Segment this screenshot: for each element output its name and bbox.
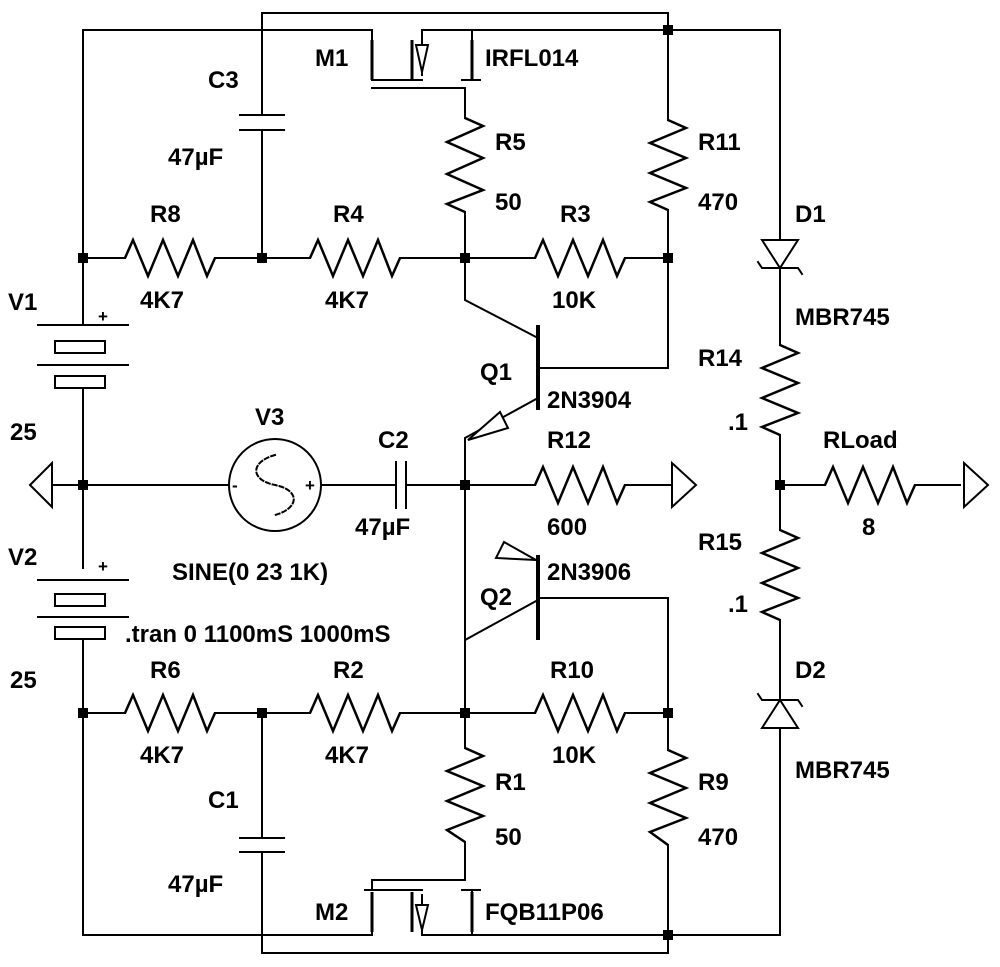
label-r1-value: 50 — [495, 824, 522, 851]
label-d1-value: MBR745 — [795, 304, 890, 331]
label-r11-value: 470 — [698, 189, 738, 216]
flag-r12 — [671, 460, 698, 510]
sine-source-v3 — [228, 438, 322, 532]
label-v2-value: 25 — [10, 667, 37, 694]
label-q1-name: Q1 — [480, 359, 512, 386]
resistor-r6 — [123, 691, 217, 735]
battery-v2 — [37, 579, 129, 640]
label-r5-value: 50 — [495, 189, 522, 216]
label-d1-name: D1 — [795, 201, 826, 228]
label-q2-value: 2N3906 — [547, 559, 631, 586]
label-m1-name: M1 — [315, 45, 348, 72]
label-d2-name: D2 — [795, 657, 826, 684]
label-r4-value: 4K7 — [325, 287, 369, 314]
flag-left — [28, 460, 53, 510]
label-v3-minus: - — [232, 476, 238, 495]
labels: M1 IRFL014 C3 47µF R5 50 R11 470 R8 4K7 … — [8, 45, 898, 926]
capacitor-c2 — [395, 461, 407, 509]
label-v1-plus: + — [98, 307, 108, 326]
label-r3-name: R3 — [560, 201, 591, 228]
label-r15-value: .1 — [728, 591, 748, 618]
label-m2-name: M2 — [315, 899, 348, 926]
diode-d2 — [756, 692, 804, 729]
ground-flags — [28, 460, 990, 510]
resistor-r11 — [646, 118, 690, 212]
label-rload-name: RLoad — [823, 427, 898, 454]
resistor-r15 — [758, 528, 802, 622]
label-d2-value: MBR745 — [795, 757, 890, 784]
label-v3-value: SINE(0 23 1K) — [172, 559, 328, 586]
label-q2-name: Q2 — [480, 584, 512, 611]
label-rload-value: 8 — [862, 514, 875, 541]
label-c2-name: C2 — [378, 427, 409, 454]
transistor-q1 — [467, 325, 540, 441]
label-c1-value: 47µF — [168, 871, 223, 898]
label-r8-name: R8 — [150, 201, 181, 228]
label-r10-name: R10 — [550, 657, 594, 684]
label-v3-plus: + — [305, 476, 315, 495]
mosfet-m1 — [370, 40, 481, 81]
diode-d1 — [756, 239, 804, 276]
label-r5-name: R5 — [495, 129, 526, 156]
spice-directive: .tran 0 1100mS 1000mS — [125, 621, 391, 648]
label-r3-value: 10K — [552, 287, 597, 314]
label-m1-value: IRFL014 — [485, 45, 579, 72]
resistor-r5 — [443, 116, 487, 214]
label-r2-value: 4K7 — [325, 742, 369, 769]
resistor-r3 — [533, 236, 627, 280]
label-r14-value: .1 — [728, 409, 748, 436]
junction-dots — [78, 25, 785, 940]
label-r2-name: R2 — [333, 657, 364, 684]
label-r1-name: R1 — [495, 769, 526, 796]
resistor-r12 — [533, 463, 627, 507]
resistor-r9 — [646, 748, 690, 847]
label-v2-plus: + — [98, 557, 108, 576]
label-r11-name: R11 — [698, 129, 741, 156]
label-r14-name: R14 — [698, 345, 743, 372]
label-r8-value: 4K7 — [140, 287, 184, 314]
resistor-r2 — [308, 691, 402, 735]
label-r10-value: 10K — [552, 742, 597, 769]
resistor-rload — [823, 463, 917, 507]
label-v3-name: V3 — [255, 404, 284, 431]
label-m2-value: FQB11P06 — [485, 899, 604, 926]
transistor-q2 — [494, 540, 540, 640]
label-c1-name: C1 — [208, 787, 239, 814]
battery-v1 — [37, 324, 129, 389]
label-v2-name: V2 — [8, 544, 37, 571]
resistor-r8 — [123, 236, 217, 280]
label-r12-name: R12 — [547, 427, 591, 454]
label-r9-value: 470 — [698, 824, 738, 851]
label-r4-name: R4 — [333, 201, 364, 228]
label-c2-value: 47µF — [355, 514, 410, 541]
resistor-r4 — [308, 236, 402, 280]
capacitors — [239, 114, 407, 853]
resistor-r10 — [533, 691, 627, 735]
resistor-r1 — [443, 746, 487, 844]
label-r12-value: 600 — [547, 514, 587, 541]
flag-rload — [963, 460, 990, 510]
label-v1-name: V1 — [8, 289, 37, 316]
resistor-r14 — [758, 343, 802, 437]
label-r6-value: 4K7 — [140, 742, 184, 769]
label-r15-name: R15 — [698, 529, 742, 556]
capacitor-c1 — [239, 837, 285, 853]
label-r6-name: R6 — [150, 657, 181, 684]
capacitor-c3 — [239, 114, 285, 131]
label-c3-name: C3 — [208, 67, 239, 94]
label-q1-value: 2N3904 — [547, 387, 632, 414]
label-r9-name: R9 — [698, 769, 729, 796]
label-c3-value: 47µF — [168, 144, 223, 171]
label-v1-value: 25 — [10, 419, 37, 446]
mosfet-m2 — [364, 889, 481, 932]
resistors — [123, 116, 917, 847]
